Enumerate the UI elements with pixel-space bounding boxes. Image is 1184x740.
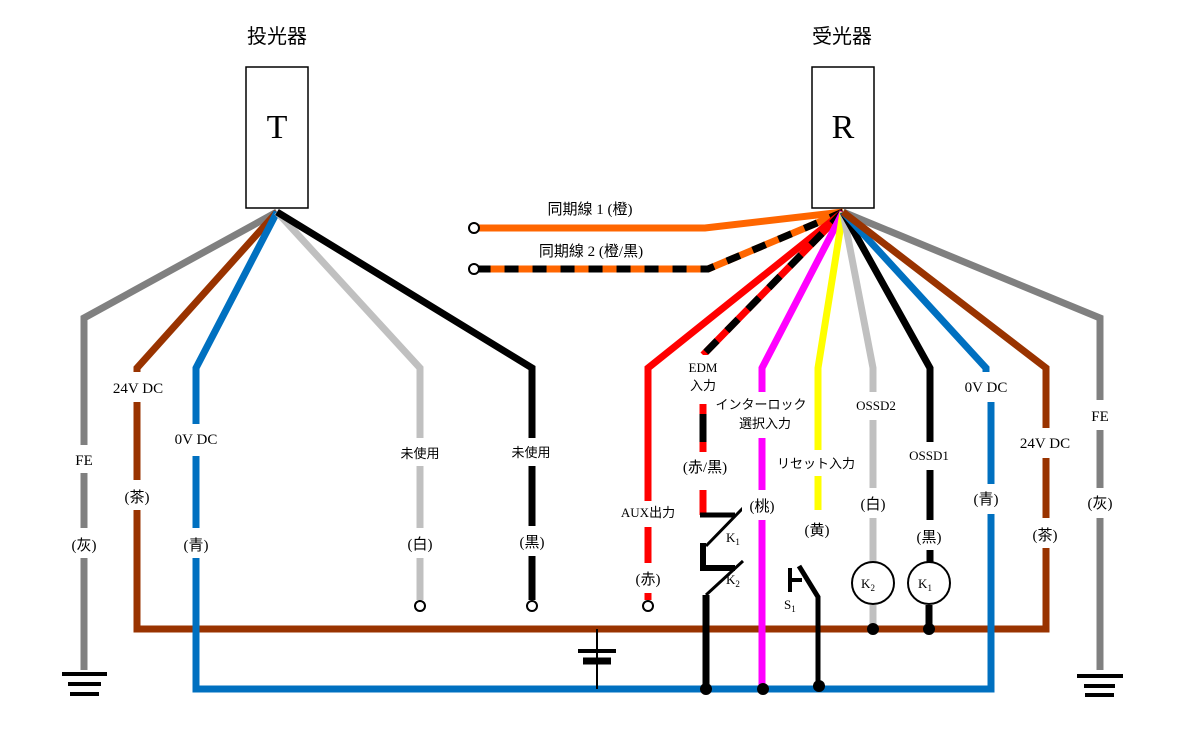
terminal-open <box>468 263 480 275</box>
r-interlock-color: (桃) <box>750 498 775 515</box>
junction-dot <box>813 680 825 692</box>
coil-k1-label: K1 <box>918 576 932 593</box>
transmitter-letter: T <box>267 109 288 146</box>
sync-1-label: 同期線 1 (橙) <box>548 201 633 218</box>
r-wire-ossd1-black <box>839 210 934 562</box>
t-0v-color: (青) <box>184 537 209 554</box>
r-ossd2-color: (白) <box>861 496 886 513</box>
t-24v-color: (茶) <box>125 489 150 506</box>
junction-dot <box>700 683 712 695</box>
t-0v-label: 0V DC <box>175 432 218 448</box>
r-fe-color: (灰) <box>1088 495 1113 512</box>
sync-2-label: 同期線 2 (橙/黒) <box>539 243 643 260</box>
r-aux-label: AUX出力 <box>621 505 675 520</box>
terminal-open <box>414 600 426 612</box>
t-wire-unused-black <box>275 209 536 600</box>
t-wire-0v-blue <box>192 210 281 380</box>
t-wire-unused-white <box>274 209 424 600</box>
t-fe-label: FE <box>75 453 93 469</box>
r-fe-label: FE <box>1091 409 1109 425</box>
r-reset-color: (黄) <box>805 522 830 539</box>
contact-k2-label: K2 <box>726 572 740 589</box>
r-24v-label: 24V DC <box>1020 436 1070 452</box>
r-edm-color: (赤/黒) <box>683 459 727 476</box>
r-ossd1-label: OSSD1 <box>909 448 949 463</box>
r-wire-interlock-pink <box>758 210 847 689</box>
terminal-open <box>468 222 480 234</box>
contact-k1-label: K1 <box>726 530 740 547</box>
r-interlock-label-2: 選択入力 <box>739 416 791 431</box>
r-0v-color: (青) <box>974 491 999 508</box>
terminal-open <box>642 600 654 612</box>
t-24v-label: 24V DC <box>113 381 163 397</box>
junction-dot <box>867 623 879 635</box>
receiver-box <box>811 66 875 209</box>
receiver-title: 受光器 <box>812 25 872 48</box>
battery-icon <box>578 629 616 689</box>
transmitter-box <box>245 66 309 209</box>
r-reset-label: リセット入力 <box>777 456 855 471</box>
ground-icon <box>62 672 107 696</box>
relay-coil-k2 <box>851 561 895 605</box>
terminal-open <box>526 600 538 612</box>
r-wire-24v-brown <box>840 209 1050 380</box>
relay-contacts-k1-k2 <box>700 506 745 689</box>
r-edm-label-2: 入力 <box>690 378 716 393</box>
junction-dot <box>923 623 935 635</box>
sync-wire-1-orange <box>478 208 844 232</box>
r-aux-color: (赤) <box>636 571 661 588</box>
r-wire-fe-gray <box>841 208 1104 670</box>
t-wire-24v-brown <box>133 209 280 380</box>
transmitter-title: 投光器 <box>247 25 307 48</box>
t-unused-black-label: 未使用 <box>511 445 550 460</box>
relay-coil-k1 <box>907 561 951 605</box>
t-unused-black-color: (黒) <box>520 535 545 551</box>
r-interlock-label: インターロック <box>715 397 806 412</box>
t-unused-white-color: (白) <box>408 536 433 553</box>
t-fe-color: (灰) <box>72 537 97 554</box>
coil-k2-label: K2 <box>861 576 875 593</box>
r-24v-color: (茶) <box>1033 527 1058 544</box>
r-0v-label: 0V DC <box>965 380 1008 396</box>
r-ossd2-label: OSSD2 <box>856 398 896 413</box>
junction-dot <box>757 683 769 695</box>
r-edm-label: EDM <box>689 360 718 375</box>
t-unused-white-label: 未使用 <box>400 446 439 461</box>
r-ossd1-color: (黒) <box>917 530 942 546</box>
r-wire-0v-blue <box>840 209 990 380</box>
ground-icon <box>1077 674 1123 697</box>
switch-s1-label: S1 <box>784 597 796 614</box>
reset-switch-s1 <box>788 564 821 685</box>
receiver-letter: R <box>832 109 855 146</box>
